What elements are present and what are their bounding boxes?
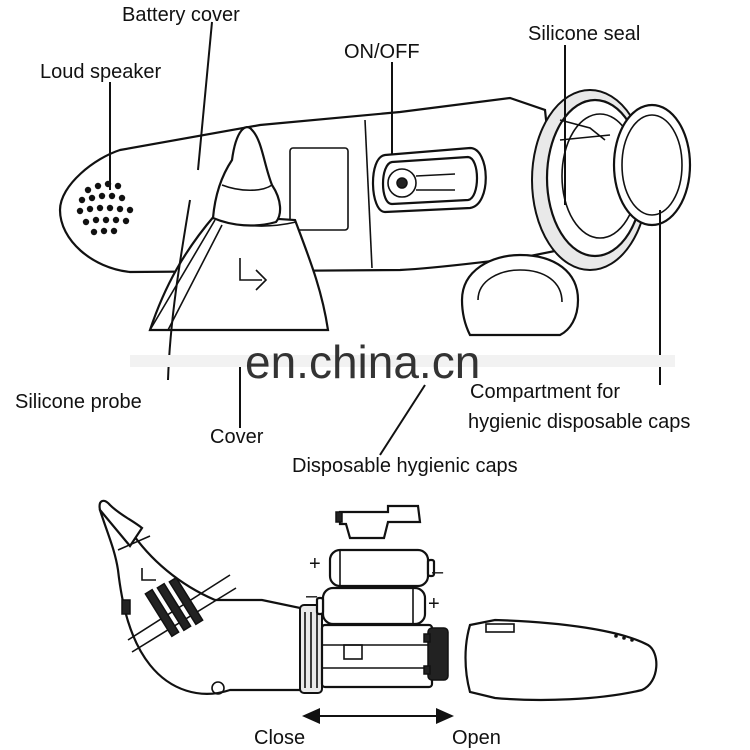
disposable-cap-ring bbox=[460, 253, 580, 337]
watermark-text: en.china.cn bbox=[245, 336, 480, 388]
polarity-bottom-left: – bbox=[306, 585, 318, 607]
battery-end-cap bbox=[427, 627, 449, 681]
battery-bottom bbox=[321, 586, 427, 626]
label-on-off: ON/OFF bbox=[344, 41, 420, 63]
label-compartment-line1: Compartment for bbox=[470, 381, 620, 403]
batteries bbox=[315, 548, 436, 626]
battery-chassis bbox=[320, 623, 434, 689]
leader-lines-top bbox=[109, 21, 661, 456]
polarity-bottom-right: + bbox=[428, 593, 440, 615]
label-silicone-seal: Silicone seal bbox=[528, 23, 640, 45]
label-cover: Cover bbox=[210, 426, 264, 448]
label-compartment-line2: hygienic disposable caps bbox=[468, 411, 690, 433]
rear-battery-cover bbox=[464, 618, 658, 702]
label-disposable-caps: Disposable hygienic caps bbox=[292, 455, 518, 477]
display-window bbox=[289, 147, 349, 231]
thermometer-exploded: + – – + bbox=[98, 499, 658, 702]
label-battery-cover: Battery cover bbox=[122, 4, 240, 26]
caps-compartment bbox=[612, 103, 692, 227]
polarity-top-right: – bbox=[432, 561, 444, 583]
polarity-top-left: + bbox=[309, 553, 321, 575]
label-close: Close bbox=[254, 727, 305, 749]
grip-pattern bbox=[121, 568, 237, 695]
silicone-probe-tip bbox=[211, 126, 282, 227]
label-open: Open bbox=[452, 727, 501, 749]
thermometer-assembled bbox=[58, 89, 692, 337]
on-off-switch bbox=[371, 146, 487, 214]
battery-clip bbox=[338, 504, 422, 540]
label-loud-speaker: Loud speaker bbox=[40, 61, 162, 83]
close-open-arrow bbox=[302, 708, 454, 724]
watermark: en.china.cn bbox=[130, 336, 675, 388]
label-silicone-probe: Silicone probe bbox=[15, 391, 142, 413]
speaker-grille bbox=[76, 180, 134, 236]
battery-top bbox=[328, 548, 430, 588]
